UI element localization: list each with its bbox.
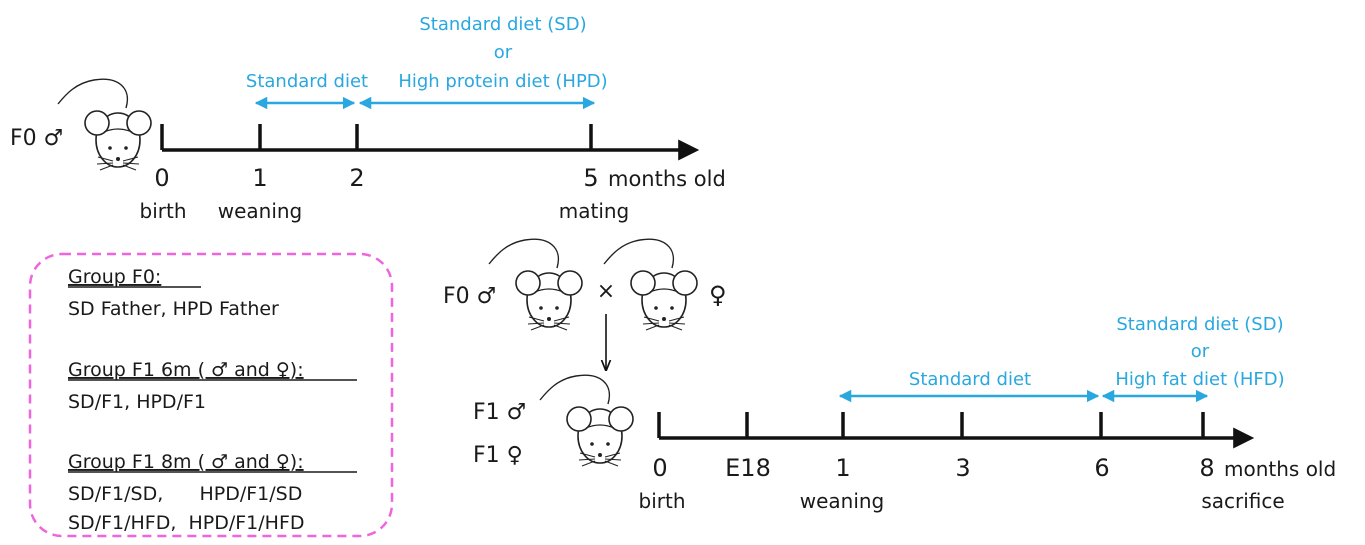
cross-female-symbol: ♀ — [709, 281, 727, 309]
bottom-diet2-line3: High fat diet (HFD) — [1115, 369, 1284, 390]
cross-section: F0 ♂ × ♀ — [443, 238, 727, 370]
top-tick-label: 5 — [583, 164, 598, 192]
bottom-tick-label: 0 — [652, 454, 667, 482]
groups-box-border — [28, 252, 394, 538]
bottom-event-weaning: weaning — [800, 489, 885, 513]
group-f1-6m-title: Group F1 6m ( ♂ and ♀): — [68, 359, 304, 381]
cross-male-mouse-icon — [488, 238, 583, 331]
top-diet2-line2: or — [494, 42, 513, 63]
groups-box: Group F0: SD Father, HPD Father Group F1… — [28, 252, 394, 538]
bottom-diet2-line2: or — [1191, 341, 1210, 362]
top-unit-label: months old — [608, 167, 726, 191]
bottom-diet1-label: Standard diet — [909, 369, 1031, 390]
group-f0-line: SD Father, HPD Father — [68, 298, 279, 320]
top-event-weaning: weaning — [218, 199, 303, 223]
bottom-diet2-line1: Standard diet (SD) — [1116, 314, 1283, 335]
top-diet2-line3: High protein diet (HPD) — [398, 71, 607, 92]
bottom-tick-label: 1 — [835, 454, 850, 482]
top-mouse-icon — [57, 78, 152, 171]
top-tick-label: 2 — [349, 164, 364, 192]
bottom-timeline: F1 ♂ F1 ♀ 0 E18 1 3 6 8 months old birth… — [473, 314, 1336, 513]
top-event-birth: birth — [140, 199, 187, 223]
cross-female-mouse-icon — [603, 238, 698, 331]
group-f1-8m-title: Group F1 8m ( ♂ and ♀): — [68, 451, 304, 473]
bottom-event-sacrifice: sacrifice — [1201, 489, 1284, 513]
top-generation-label: F0 ♂ — [10, 126, 63, 151]
top-tick-label: 1 — [252, 164, 267, 192]
top-event-mating: mating — [559, 199, 630, 223]
bottom-tick-label: 6 — [1094, 454, 1109, 482]
group-f1-6m-line: SD/F1, HPD/F1 — [68, 391, 206, 413]
top-timeline: F0 ♂ 0 1 2 5 months old birth weaning ma… — [10, 14, 726, 223]
bottom-mouse-icon — [539, 374, 634, 467]
top-tick-label: 0 — [154, 164, 169, 192]
bottom-generation-label-male: F1 ♂ — [473, 400, 526, 425]
bottom-tick-label: 8 — [1199, 454, 1214, 482]
cross-symbol: × — [597, 279, 615, 304]
group-f1-8m-line1: SD/F1/SD, HPD/F1/SD — [68, 483, 302, 505]
top-diet2-line1: Standard diet (SD) — [419, 14, 586, 35]
top-diet1-label: Standard diet — [246, 71, 368, 92]
bottom-generation-label-female: F1 ♀ — [473, 443, 523, 468]
bottom-tick-label: E18 — [725, 454, 771, 482]
bottom-unit-label: months old — [1224, 457, 1336, 481]
bottom-tick-label: 3 — [955, 454, 970, 482]
bottom-event-birth: birth — [639, 489, 686, 513]
group-f0-title: Group F0: — [68, 266, 161, 288]
cross-male-label: F0 ♂ — [443, 284, 496, 309]
group-f1-8m-line2: SD/F1/HFD, HPD/F1/HFD — [68, 512, 305, 534]
